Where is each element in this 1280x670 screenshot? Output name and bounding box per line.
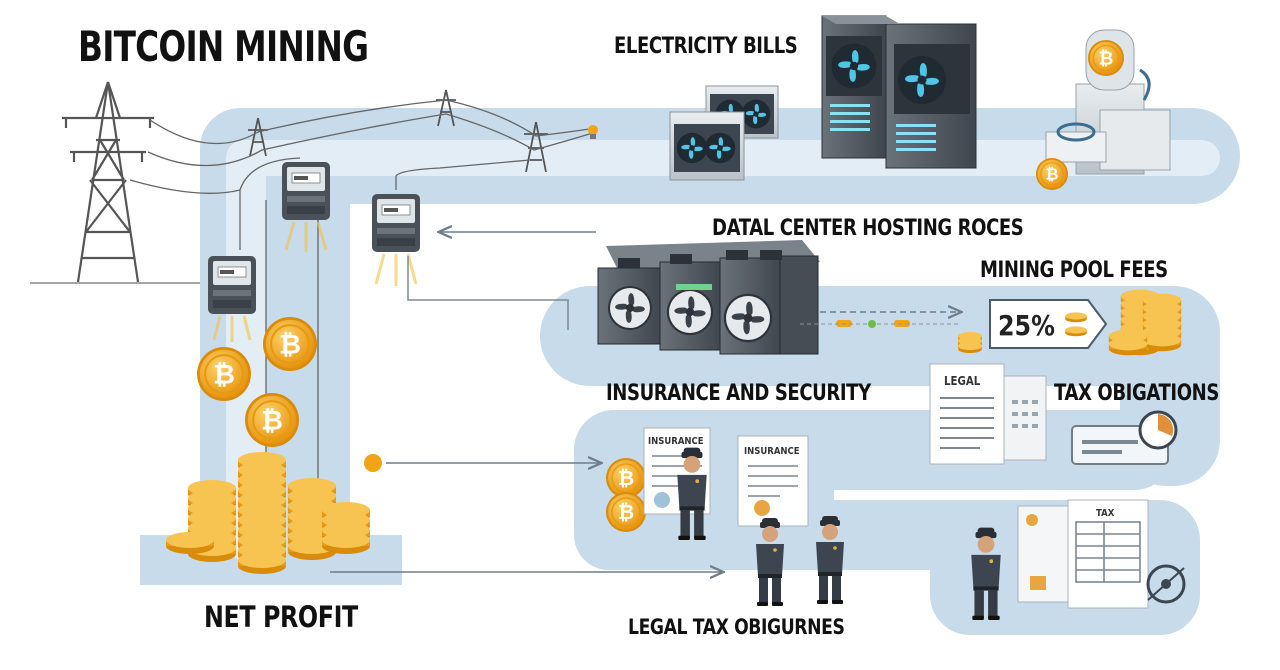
tax-doc-title: TAX bbox=[1096, 508, 1115, 519]
document-icon bbox=[1017, 499, 1149, 609]
power-tower-icon bbox=[30, 81, 200, 284]
net-profit-label: NET PROFIT bbox=[204, 600, 358, 634]
wire bbox=[407, 256, 569, 330]
pool-fee-badge bbox=[989, 299, 1108, 349]
connector-beads bbox=[800, 320, 960, 328]
power-tower-icon bbox=[248, 89, 548, 173]
legal-tax-label: LEGAL TAX OBIGURNES bbox=[628, 615, 845, 639]
electric-meter-icon bbox=[207, 255, 257, 342]
mining-machine-icon bbox=[597, 240, 820, 355]
electric-meter-icon bbox=[281, 161, 331, 252]
bitcoin-atm-icon bbox=[1045, 29, 1171, 175]
lightbulb-icon bbox=[588, 125, 598, 139]
data-center-label: DATAL CENTER HOSTING ROCES bbox=[712, 216, 1024, 241]
server-rack-icon bbox=[821, 15, 977, 169]
mining-machine-icon bbox=[669, 111, 745, 181]
insurance-security-label: INSURANCE AND SECURITY bbox=[606, 381, 871, 406]
tax-card-icon bbox=[1071, 410, 1178, 465]
legal-doc-title: LEGAL bbox=[944, 374, 981, 388]
coin-stack bbox=[958, 332, 982, 353]
electric-meter-icon bbox=[371, 193, 421, 286]
page-title: BITCOIN MINING bbox=[78, 22, 369, 71]
tax-obligations-label: TAX OBIGATIONS bbox=[1054, 381, 1219, 406]
tape-reel-icon bbox=[1146, 564, 1186, 604]
document-icon bbox=[737, 435, 809, 527]
mining-pool-fees-label: MINING POOL FEES bbox=[980, 258, 1168, 283]
document-icon bbox=[929, 363, 1047, 465]
bitcoin-coin-icon bbox=[364, 454, 382, 472]
pool-fee-percent: 25% bbox=[998, 309, 1055, 342]
bitcoin-coin-icon bbox=[1035, 157, 1069, 191]
insurance-doc-title: INSURANCE bbox=[744, 446, 800, 457]
insurance-doc-title: INSURANCE bbox=[648, 436, 704, 447]
flow-arrows bbox=[330, 232, 960, 572]
electricity-bills-label: ELECTRICITY BILLS bbox=[614, 34, 798, 59]
